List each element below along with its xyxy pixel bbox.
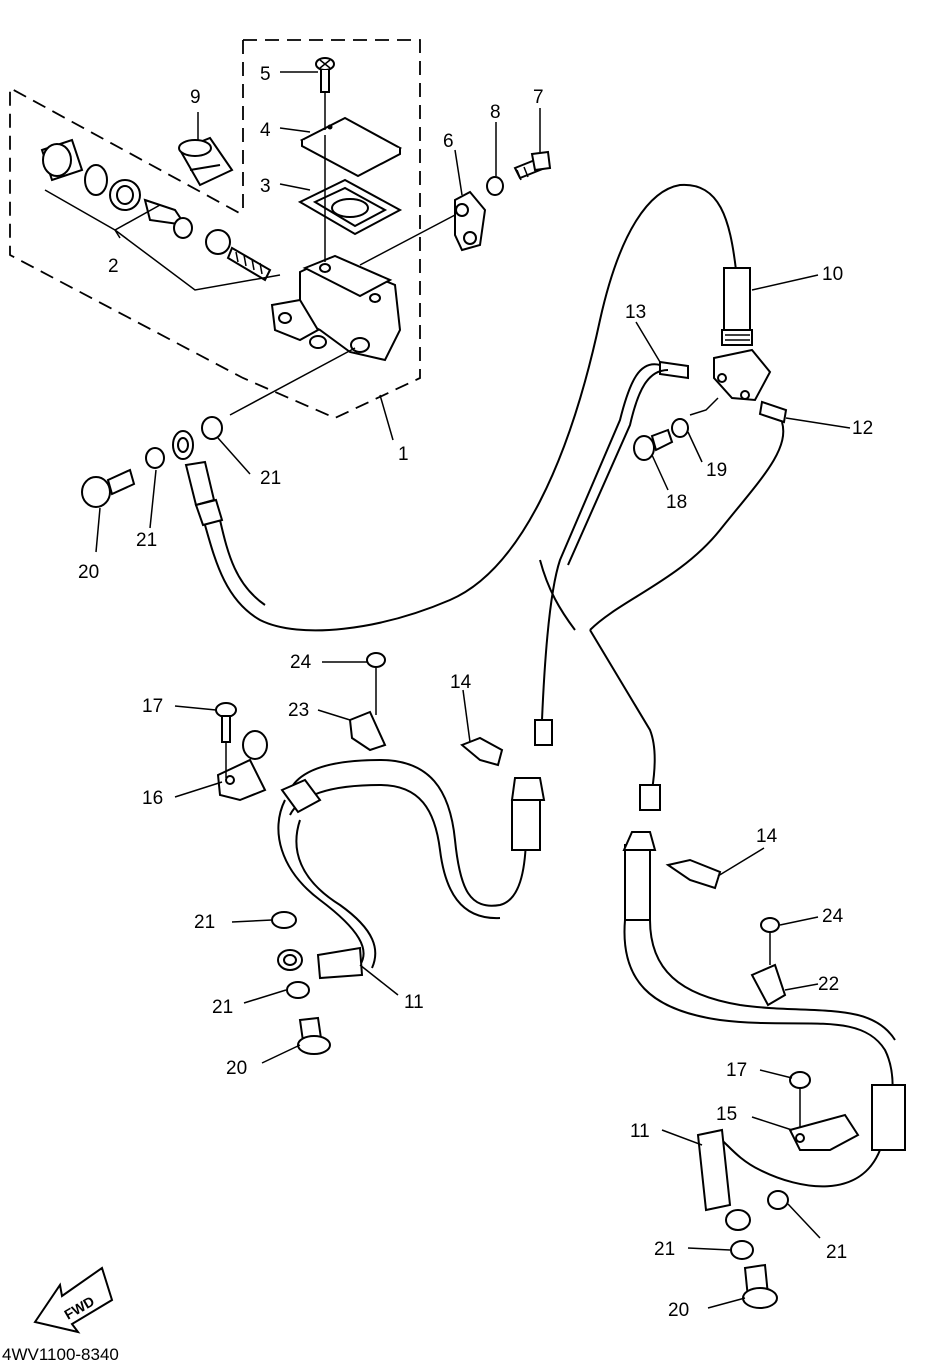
washer-21-left-b (286, 981, 310, 999)
callout-19: 19 (706, 460, 727, 481)
washer-21-right-b (730, 1240, 754, 1260)
callout-21-left-a: 21 (194, 912, 215, 933)
callout-21-right-a: 21 (826, 1242, 847, 1263)
callout-22: 22 (818, 974, 839, 995)
callout-17-left: 17 (142, 696, 163, 717)
bolt-24-right (760, 917, 780, 965)
bolt-7 (513, 150, 552, 181)
callout-labels: 1 2 3 4 5 6 7 8 9 10 11 11 12 13 14 14 1… (78, 64, 873, 1321)
piston-kit (40, 138, 281, 291)
bolt-20-left (297, 1016, 331, 1055)
pipe-12 (539, 400, 788, 811)
fwd-arrow-icon: FWD (33, 1266, 114, 1334)
holder (359, 190, 487, 266)
clamp-22 (750, 963, 787, 1007)
left-lower-hose (277, 758, 546, 980)
clamp-23 (348, 710, 387, 752)
clip-14-left (460, 736, 504, 767)
callout-8: 8 (490, 102, 501, 123)
callout-7: 7 (533, 87, 544, 108)
reservoir-cap (299, 116, 403, 178)
hose-10 (721, 267, 753, 346)
callout-3: 3 (260, 176, 271, 197)
bracket-16 (216, 730, 268, 802)
joint-block (689, 348, 772, 416)
callout-21-right-b: 21 (654, 1239, 675, 1260)
master-cylinder (270, 254, 402, 362)
callout-6: 6 (443, 131, 454, 152)
callout-11-right: 11 (630, 1121, 650, 1142)
callout-24-right: 24 (822, 906, 844, 927)
bolt-24-left (366, 652, 386, 715)
callout-13: 13 (625, 302, 646, 323)
callout-4: 4 (260, 120, 271, 141)
washer-21-left-a (271, 911, 297, 929)
callout-12: 12 (852, 418, 873, 439)
callout-14-left: 14 (450, 672, 472, 693)
diaphragm (297, 178, 403, 236)
callout-15: 15 (716, 1104, 737, 1125)
callout-21-upper: 21 (136, 530, 157, 551)
bracket-15 (788, 1113, 860, 1151)
bolt-20-upper (81, 468, 136, 508)
washer-21-upper (145, 447, 165, 469)
callout-1: 1 (398, 444, 409, 465)
bolt-17-left (215, 702, 237, 778)
leader-21-mc (229, 347, 356, 416)
clip-14-right (665, 858, 722, 890)
boot (178, 136, 234, 187)
washer-8 (486, 176, 504, 196)
callout-14-right: 14 (756, 826, 778, 847)
callout-20-right: 20 (668, 1300, 689, 1321)
leader-lines (95, 71, 851, 1309)
callout-17-right: 17 (726, 1060, 747, 1081)
right-lower-hose (622, 831, 906, 1231)
part-code: 4WV1100-8340 (2, 1345, 119, 1364)
bolt-18 (633, 428, 674, 461)
master-cylinder-group-box (9, 39, 421, 419)
bolt-20-right (742, 1263, 778, 1309)
washer-21-right-a (767, 1190, 789, 1210)
cap-screw (315, 57, 335, 130)
upper-left-hose (172, 183, 737, 632)
callout-18: 18 (666, 492, 687, 513)
callout-21-mc: 21 (260, 468, 281, 489)
callout-2: 2 (108, 256, 119, 277)
washer-21-mc (201, 416, 223, 440)
callout-20-upper: 20 (78, 562, 99, 583)
washer-19 (671, 418, 689, 438)
callout-5: 5 (260, 64, 271, 85)
callout-23: 23 (288, 700, 309, 721)
callout-24-left: 24 (290, 652, 312, 673)
callout-9: 9 (190, 87, 201, 108)
callout-16: 16 (142, 788, 163, 809)
callout-11-left: 11 (404, 992, 424, 1013)
callout-21-left-b: 21 (212, 997, 233, 1018)
callout-10: 10 (822, 264, 843, 285)
pipe-13 (534, 360, 689, 746)
callout-20-left: 20 (226, 1058, 247, 1079)
